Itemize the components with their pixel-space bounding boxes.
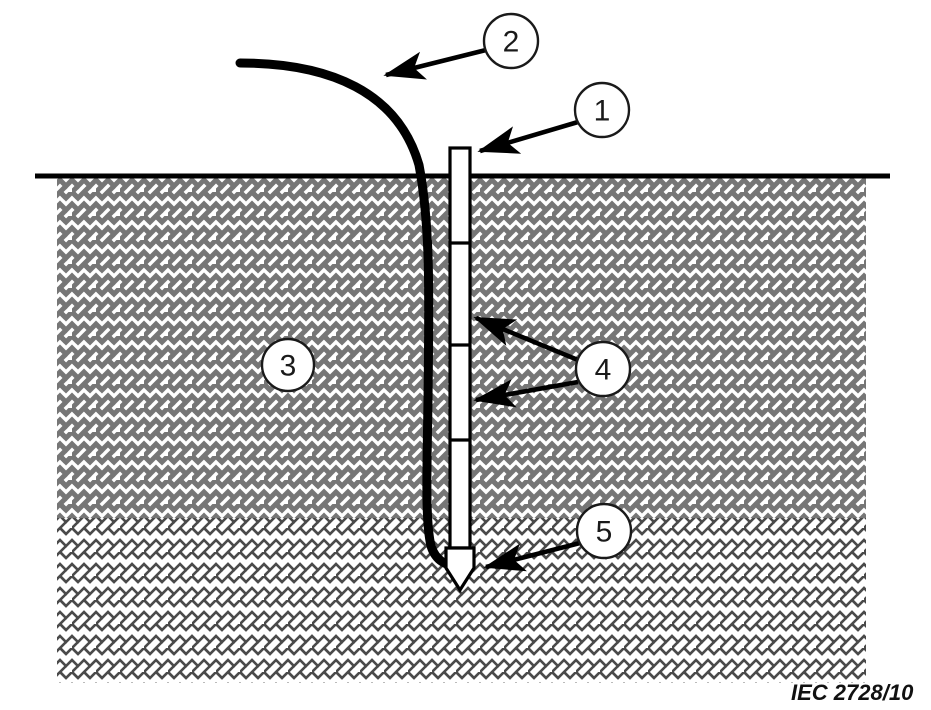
callout-1-circle [573, 81, 631, 139]
callout-3: 3 [260, 337, 316, 393]
callout-4-arrow-upper [473, 315, 579, 363]
callout-5-label: 5 [596, 516, 613, 549]
callout-5-arrow [483, 540, 581, 572]
iec-caption: IEC 2728/10 [791, 680, 914, 705]
callout-3-label: 3 [280, 350, 297, 383]
callout-2-label: 2 [503, 26, 520, 59]
callout-arrows [383, 47, 581, 572]
callout-2-arrow [383, 47, 487, 80]
earthing-conductor [235, 58, 462, 571]
callout-5: 5 [575, 502, 633, 560]
callout-1: 1 [573, 81, 631, 139]
callout-5-circle [575, 502, 633, 560]
callout-4-label: 4 [595, 354, 612, 387]
callout-1-arrow [477, 119, 579, 154]
earth-rod [444, 146, 476, 593]
callout-4: 4 [574, 340, 632, 398]
callout-4-circle [574, 340, 632, 398]
callout-2-circle [482, 12, 540, 70]
callout-1-label: 1 [594, 95, 611, 128]
callout-2: 2 [482, 12, 540, 70]
rod-driving-tip [444, 546, 476, 593]
callout-3-circle [260, 337, 316, 393]
callout-4-arrow-lower [473, 379, 579, 408]
earth-rod-shaft [448, 146, 472, 550]
